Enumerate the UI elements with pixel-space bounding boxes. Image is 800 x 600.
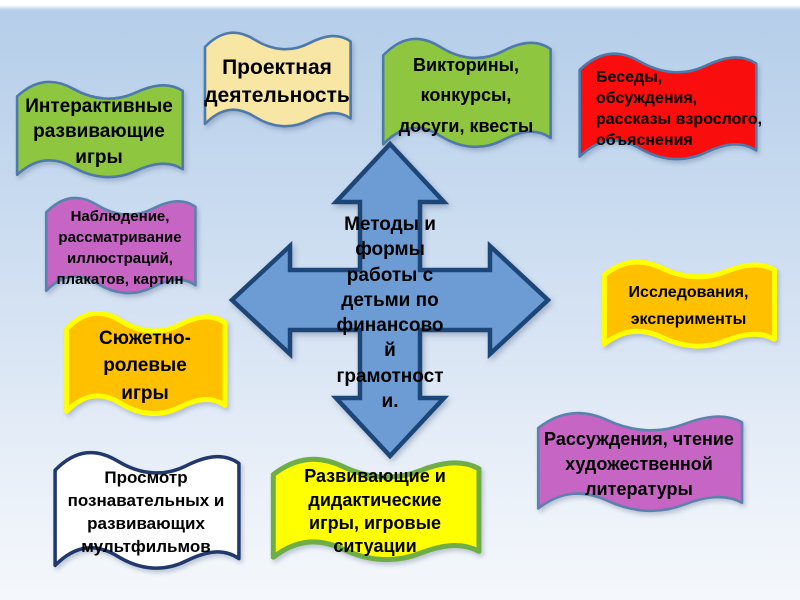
wave-flag-shape [374, 30, 558, 157]
banner-didactic-games: Развивающие и дидактические игры, игровы… [262, 451, 488, 569]
wave-flag-shape [8, 74, 190, 186]
banner-text: Рассуждения, чтение художественной литер… [544, 428, 734, 500]
wave-flag-path [205, 33, 351, 126]
banner-reading: Рассуждения, чтение художественной литер… [527, 405, 751, 520]
wave-flag-path [604, 262, 774, 346]
wave-flag-path [580, 54, 757, 159]
banner-text: Исследования, эксперименты [628, 284, 749, 328]
wave-flag-path [538, 413, 742, 511]
wave-flag-path [46, 198, 195, 293]
wave-flag-shape [197, 25, 357, 135]
banner-talks: Беседы, обсуждения, рассказы взрослого, … [570, 45, 764, 169]
wave-flag-shape [45, 443, 247, 579]
wave-flag-shape [527, 405, 751, 520]
center-title: Методы и формы работы с детьми по финанс… [336, 214, 444, 412]
wave-flag-path [383, 39, 550, 147]
wave-flag-shape [262, 451, 488, 569]
quad-arrow-path [232, 144, 548, 456]
banner-cartoons: Просмотр познавательных и развивающих му… [45, 443, 247, 579]
banner-text: Наблюдение, рассматривание иллюстраций, … [56, 208, 184, 288]
wave-flag-path [17, 82, 183, 177]
banner-text: Просмотр познавательных и развивающих му… [67, 468, 225, 556]
banner-observation: Наблюдение, рассматривание иллюстраций, … [38, 190, 202, 302]
banner-project-activity: Проектная деятельность [197, 25, 357, 135]
banner-quizzes: Викторины, конкурсы, досуги, квесты [374, 30, 558, 157]
banner-text: Сюжетно- ролевые игры [99, 327, 191, 404]
quad-arrow-shape [230, 143, 550, 457]
wave-flag-shape [58, 305, 232, 423]
banner-text: Викторины, конкурсы, досуги, квесты [398, 54, 534, 136]
wave-flag-path [273, 459, 479, 559]
wave-flag-shape [595, 255, 782, 354]
wave-flag-path [55, 453, 239, 569]
banner-role-play: Сюжетно- ролевые игры [58, 305, 232, 423]
banner-text: Интерактивные развивающие игры [25, 95, 173, 168]
banner-interactive-games: Интерактивные развивающие игры [8, 74, 190, 186]
wave-flag-shape [38, 190, 202, 302]
banner-text: Развивающие и дидактические игры, игровы… [304, 466, 446, 557]
banner-text: Проектная деятельность [204, 55, 350, 107]
banner-research: Исследования, эксперименты [595, 255, 782, 354]
banner-text: Беседы, обсуждения, рассказы взрослого, … [596, 68, 763, 150]
wave-flag-shape [570, 45, 764, 169]
wave-flag-path [67, 313, 225, 413]
